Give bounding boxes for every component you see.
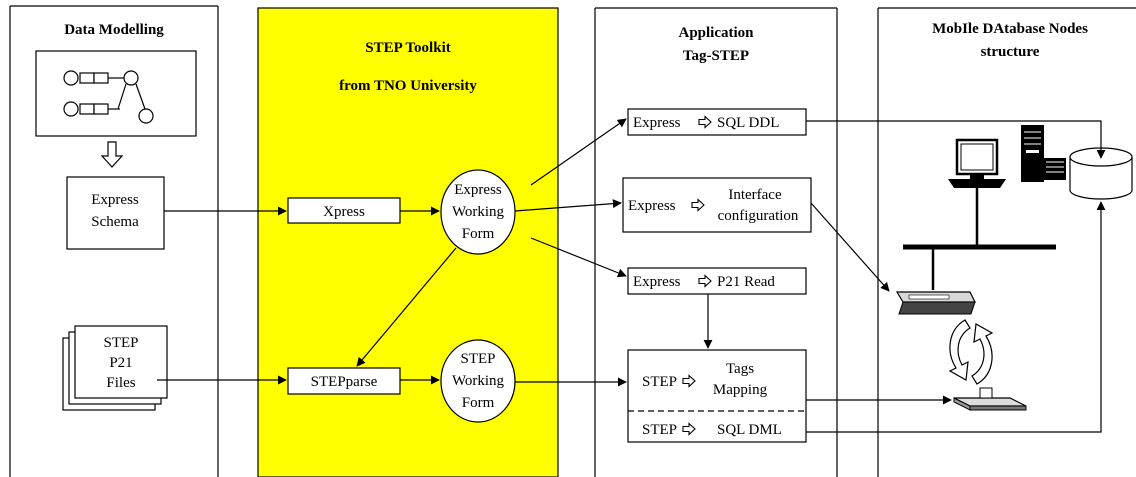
sql-ddl-node[interactable]: Express SQL DDL <box>627 108 807 136</box>
svg-text:Express: Express <box>628 198 676 214</box>
svg-text:Form: Form <box>462 395 495 411</box>
network-bus <box>903 188 1056 290</box>
computer-icon <box>948 138 1006 188</box>
interface-configuration-node[interactable]: Express Interface configuration <box>622 177 812 233</box>
svg-text:Interface: Interface <box>728 187 782 203</box>
svg-text:SQL DML: SQL DML <box>717 422 782 438</box>
svg-text:P21 Read: P21 Read <box>717 274 775 290</box>
svg-text:STEPparse: STEPparse <box>311 374 378 390</box>
schema-graph-icon <box>35 50 197 137</box>
server-tower-icon <box>1021 125 1066 182</box>
edge-dml-to-database <box>806 201 1106 433</box>
svg-text:STEP: STEP <box>642 374 677 390</box>
p21-read-node[interactable]: Express P21 Read <box>627 267 807 295</box>
svg-text:Form: Form <box>462 226 495 242</box>
svg-text:STEP: STEP <box>103 335 138 351</box>
svg-text:STEP: STEP <box>642 422 677 438</box>
svg-text:Express: Express <box>454 182 502 198</box>
step-files-node[interactable]: STEP P21 Files <box>62 325 168 411</box>
svg-text:Files: Files <box>106 375 135 391</box>
column-subtitle-mobile-db: structure <box>981 44 1040 60</box>
svg-text:Express: Express <box>633 115 681 131</box>
svg-text:Schema: Schema <box>91 214 139 230</box>
column-title-application: Application <box>678 25 754 41</box>
edge-ewf-to-stepparse <box>356 247 457 367</box>
column-subtitle-step-toolkit: from TNO University <box>339 78 477 94</box>
edge-ewf-to-interface <box>514 199 622 212</box>
column-title-step-toolkit: STEP Toolkit <box>365 40 450 56</box>
svg-text:configuration: configuration <box>718 208 799 224</box>
express-working-form-node[interactable]: Express Working Form <box>440 169 516 255</box>
column-data-modelling: Data Modelling <box>9 5 219 477</box>
column-title-data-modelling: Data Modelling <box>64 22 164 38</box>
tag-reader-icon <box>953 387 1027 411</box>
svg-text:Tags: Tags <box>726 361 754 377</box>
express-schema-node[interactable]: Express Schema <box>66 176 165 250</box>
svg-text:Express: Express <box>91 192 139 208</box>
svg-text:Mapping: Mapping <box>713 382 768 398</box>
column-title-mobile-db: MobIle DAtabase Nodes <box>932 21 1088 37</box>
edge-interface-to-scanner <box>810 202 890 292</box>
svg-text:Xpress: Xpress <box>323 204 365 220</box>
connectors <box>157 118 1106 433</box>
edge-ewf-to-p21 <box>530 237 627 278</box>
cycle-arrows-icon <box>948 319 994 385</box>
edge-ddl-to-database <box>806 120 1106 159</box>
column-subtitle-application: Tag-STEP <box>683 48 749 64</box>
svg-text:Express: Express <box>633 274 681 290</box>
step-mapping-node[interactable]: STEP Tags Mapping STEP SQL DML <box>627 349 807 443</box>
svg-text:SQL DDL: SQL DDL <box>717 115 779 131</box>
sql-dml-row[interactable]: STEP SQL DML <box>642 422 782 438</box>
svg-text:Working: Working <box>452 204 505 220</box>
xpress-node[interactable]: Xpress <box>287 197 401 224</box>
svg-text:Working: Working <box>452 373 505 389</box>
svg-text:P21: P21 <box>109 355 132 371</box>
edge-ewf-to-ddl <box>530 118 627 186</box>
scanner-icon <box>895 291 976 315</box>
column-application: Application Tag-STEP <box>594 7 838 477</box>
step-working-form-node[interactable]: STEP Working Form <box>440 339 516 423</box>
tags-mapping-row[interactable]: STEP Tags Mapping <box>642 361 768 398</box>
stepparse-node[interactable]: STEPparse <box>287 367 401 395</box>
column-step-toolkit: STEP Toolkit from TNO University <box>257 7 559 477</box>
down-arrow-icon <box>100 141 124 168</box>
svg-text:STEP: STEP <box>460 351 495 367</box>
column-mobile-db: MobIle DAtabase Nodes structure <box>877 7 1136 477</box>
